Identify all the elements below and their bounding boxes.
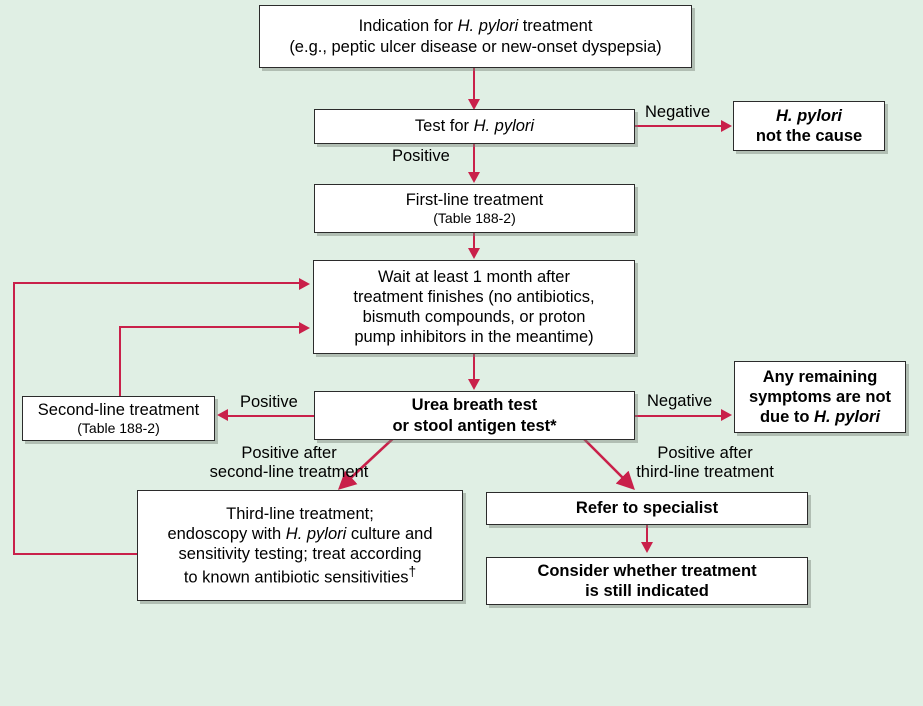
edge-refer-to-consider: [646, 525, 649, 543]
third-line-line3: sensitivity testing; treat according: [178, 544, 422, 563]
edge-third-line-loop-vertical: [13, 282, 16, 555]
node-not-the-cause[interactable]: H. pylori not the cause: [733, 101, 885, 151]
second-line-title: Second-line treatment: [37, 400, 200, 419]
arrowhead-third-line-loop-to-wait: [299, 277, 310, 290]
consider-line1: Consider whether treatment: [537, 561, 757, 580]
urea-line2: or stool antigen test*: [392, 416, 557, 435]
edge-indication-to-test: [473, 68, 476, 101]
remaining-line1: Any remaining: [762, 367, 878, 386]
edge-urea-to-remaining: [635, 414, 722, 417]
remaining-line3: due to H. pylori: [741, 407, 899, 427]
arrowhead-urea-to-second-line: [217, 409, 228, 422]
edge-third-line-loop-bottom: [13, 553, 139, 556]
edge-wait-to-urea: [473, 354, 476, 380]
remaining-line3-italic: H. pylori: [814, 408, 881, 427]
node-second-line-treatment[interactable]: Second-line treatment (Table 188-2): [22, 396, 215, 441]
node-refer-to-specialist[interactable]: Refer to specialist: [486, 492, 808, 525]
refer-label: Refer to specialist: [575, 499, 719, 518]
label-positive-after-second-line-2: second-line treatment: [209, 463, 369, 482]
indication-line1-prefix: Indication for: [358, 17, 458, 36]
third-line-dagger-symbol: †: [408, 563, 417, 579]
node-first-line-treatment[interactable]: First-line treatment (Table 188-2): [314, 184, 635, 233]
arrowhead-refer-to-consider: [640, 542, 653, 553]
second-line-subtitle: (Table 188-2): [77, 420, 160, 437]
wait-line3: bismuth compounds, or proton: [362, 308, 586, 326]
consider-line2: is still indicated: [585, 582, 709, 600]
third-line-line2: endoscopy with H. pylori culture and: [144, 524, 456, 544]
indication-line1-suffix: treatment: [518, 17, 593, 36]
node-remaining-symptoms[interactable]: Any remaining symptoms are not due to H.…: [734, 361, 906, 433]
urea-line1: Urea breath test: [411, 396, 538, 415]
third-line-line2-suffix: culture and: [346, 524, 433, 543]
not-cause-line1: H. pylori: [775, 106, 842, 125]
node-test[interactable]: Test for H. pylori: [314, 109, 635, 144]
node-urea-breath-test[interactable]: Urea breath test or stool antigen test*: [314, 391, 635, 440]
arrowhead-first-line-to-wait: [467, 248, 480, 259]
edge-test-to-not-cause: [635, 125, 723, 128]
node-indication-line1: Indication for H. pylori treatment: [266, 16, 685, 36]
third-line-line2-italic: H. pylori: [285, 524, 347, 543]
edge-test-to-first-line: [473, 144, 476, 174]
arrowhead-urea-to-remaining: [721, 409, 732, 422]
node-indication-line2: (e.g., peptic ulcer disease or new-onset…: [289, 37, 662, 56]
label-positive-top: Positive: [392, 147, 450, 165]
third-line-line4-prefix: to known antibiotic sensitivities: [183, 568, 409, 587]
arrowhead-test-to-not-cause: [721, 119, 732, 132]
arrowhead-wait-to-urea: [467, 379, 480, 390]
edge-second-line-loop-vertical: [119, 326, 122, 398]
remaining-line3-prefix: due to: [759, 408, 815, 427]
label-positive-after-second-line-1: Positive after: [241, 444, 337, 462]
label-positive-after-third-line: Positive after third-line treatment: [596, 444, 814, 483]
label-positive-left: Positive: [240, 393, 298, 411]
arrowhead-test-to-first-line: [467, 172, 480, 183]
arrowhead-second-line-loop-to-wait: [299, 321, 310, 334]
label-positive-after-second-line: Positive after second-line treatment: [179, 444, 399, 483]
not-cause-line2: not the cause: [755, 127, 863, 145]
edge-second-line-loop-horizontal: [119, 326, 301, 329]
third-line-line4: to known antibiotic sensitivities†: [144, 564, 456, 588]
label-negative-right: Negative: [647, 392, 713, 410]
indication-line1-italic: H. pylori: [457, 17, 519, 36]
edge-first-line-to-wait: [473, 233, 476, 249]
first-line-title: First-line treatment: [405, 190, 544, 209]
edge-third-line-loop-top: [13, 282, 301, 285]
arrowhead-indication-to-test: [467, 99, 480, 110]
label-positive-after-third-line-2: third-line treatment: [636, 463, 774, 482]
wait-line2: treatment finishes (no antibiotics,: [353, 287, 595, 306]
test-label-italic: H. pylori: [473, 117, 535, 136]
remaining-line2: symptoms are not: [748, 387, 892, 406]
third-line-line2-prefix: endoscopy with: [167, 524, 286, 543]
third-line-line1: Third-line treatment;: [226, 504, 374, 523]
label-negative-top: Negative: [645, 103, 711, 121]
edge-urea-to-second-line: [228, 414, 314, 417]
node-consider-treatment[interactable]: Consider whether treatment is still indi…: [486, 557, 808, 605]
label-positive-after-third-line-1: Positive after: [657, 444, 753, 462]
test-label-prefix: Test for: [414, 117, 474, 136]
node-third-line-treatment[interactable]: Third-line treatment; endoscopy with H. …: [137, 490, 463, 601]
node-indication[interactable]: Indication for H. pylori treatment (e.g.…: [259, 5, 692, 68]
wait-line4: pump inhibitors in the meantime): [354, 328, 594, 347]
node-wait[interactable]: Wait at least 1 month after treatment fi…: [313, 260, 635, 354]
first-line-subtitle: (Table 188-2): [433, 210, 516, 227]
wait-line1: Wait at least 1 month after: [378, 267, 570, 286]
